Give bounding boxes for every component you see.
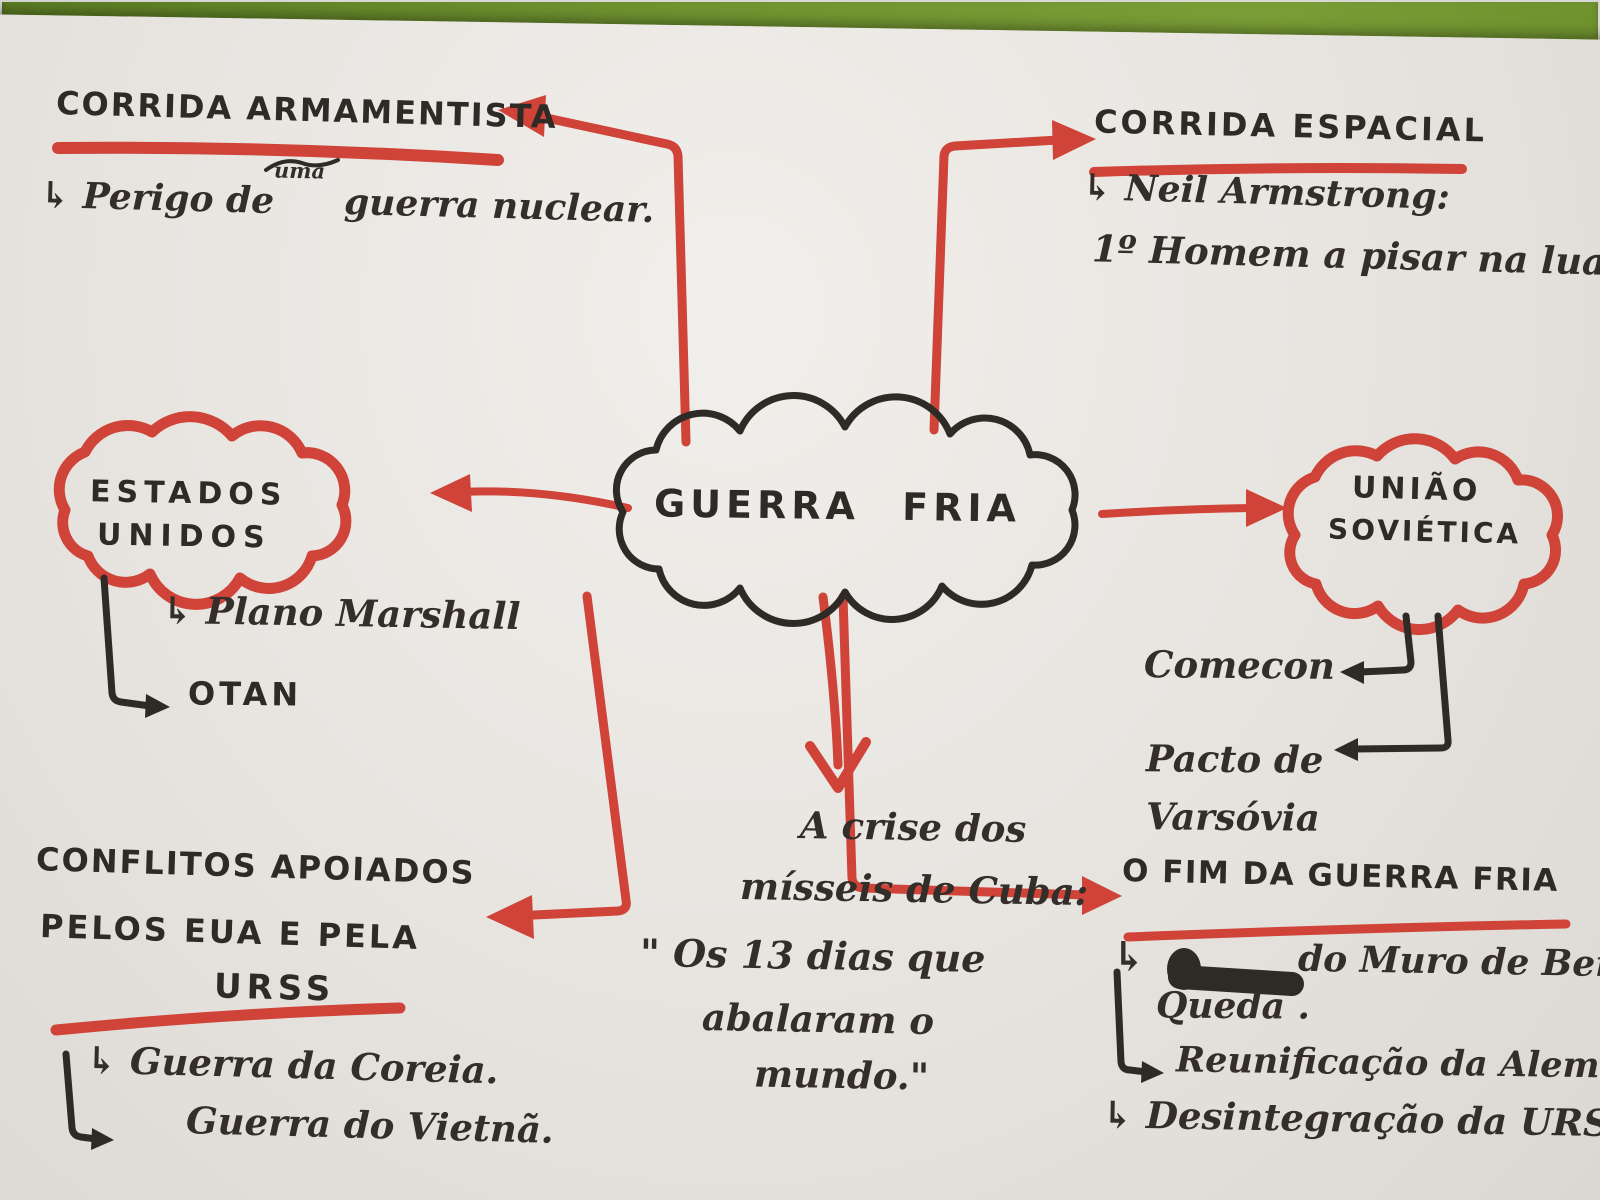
arrowhead-uniao-sovietica-icon (1246, 489, 1287, 527)
arrowhead-espacial-icon (1052, 120, 1096, 160)
connector-center-to-estados-unidos (458, 487, 632, 512)
armamentista-item-part1: ↳ Perigo de (39, 173, 275, 223)
arrowhead-comecon-icon (1340, 661, 1364, 684)
conflitos-item-coreia: ↳ Guerra da Coreia. (85, 1037, 500, 1093)
insertion-caret-mark (264, 158, 340, 172)
underline-fim (1123, 919, 1571, 942)
estados-item-otan: OTAN (187, 674, 303, 714)
sovietica-item-pacto-line1: Pacto de (1145, 736, 1324, 782)
crise-line4: abalaram o (701, 994, 935, 1044)
bracket-sovietica-comecon (1356, 612, 1415, 676)
arrowhead-otan-icon (145, 694, 170, 718)
fim-item3-desintegracao: ↳ Desintegração da URSS. (1101, 1092, 1600, 1146)
arrowhead-vietna-icon (91, 1128, 114, 1150)
cloud-estados-unidos (53, 411, 352, 610)
connector-center-to-conflitos (529, 591, 631, 920)
connector-center-to-espacial (929, 135, 1063, 435)
arrowhead-armamentista-icon (498, 95, 546, 137)
underline-urss (50, 1002, 406, 1036)
bracket-conflitos-items (62, 1050, 100, 1143)
crise-line2: mísseis de Cuba: (739, 863, 1089, 915)
arrowhead-pacto-icon (1334, 738, 1358, 761)
arrowhead-reunificacao-icon (1141, 1061, 1164, 1083)
crise-line5: mundo." (753, 1051, 930, 1099)
underline-espacial (1089, 163, 1467, 177)
node-estados-unidos-line1: ESTADOS (89, 474, 288, 513)
bracket-sovietica-pacto (1350, 612, 1452, 753)
redaction-scribble (1167, 948, 1304, 996)
node-estados-unidos-line2: UNIDOS (96, 517, 272, 556)
node-guerra-fria-label: GUERRA FRIA (653, 481, 1022, 531)
bracket-fim-items (1113, 968, 1150, 1076)
node-uniao-sovietica-line1: UNIÃO (1351, 470, 1482, 509)
connector-center-to-fim (838, 592, 1091, 900)
armamentista-item-part2: guerra nuclear. (343, 180, 655, 232)
connector-center-to-armamentista (537, 112, 691, 447)
arrowhead-estados-unidos-icon (430, 474, 472, 512)
conflitos-item-vietna: Guerra do Vietnã. (185, 1098, 555, 1152)
fim-item1-correction: Queda . (1155, 984, 1311, 1028)
arrowhead-fim-icon (1082, 876, 1122, 915)
fim-item1-bullet: ↳ (1112, 933, 1146, 980)
fim-item1-rest: do Muro de Berlim (1297, 937, 1600, 987)
crise-line3: " Os 13 dias que (639, 929, 986, 982)
espacial-item1: ↳ Neil Armstrong: (1081, 166, 1451, 218)
branch-conflitos-title-line3: URSS (213, 966, 336, 1010)
estados-item-plano-marshall: ↳ Plano Marshall (161, 587, 521, 639)
bracket-estados-otan (100, 574, 154, 710)
crise-line1: A crise dos (799, 803, 1027, 851)
arrowhead-crise-icon (805, 737, 871, 793)
branch-espacial-title: CORRIDA ESPACIAL (1093, 102, 1488, 150)
sovietica-item-pacto-line2: Varsóvia (1145, 794, 1321, 840)
cloud-guerra-fria (612, 392, 1079, 627)
sovietica-item-comecon: Comecon (1143, 642, 1336, 688)
fim-item2-reunificacao: Reunificação da Alemanha (1175, 1039, 1600, 1088)
arrowhead-conflitos-icon (486, 895, 534, 939)
cloud-uniao-sovietica (1282, 433, 1564, 636)
connector-center-to-crise (818, 592, 843, 770)
connector-center-to-uniao-sovietica (1098, 504, 1256, 518)
underline-armamentista (52, 141, 504, 166)
armamentista-item-insertion: uma (273, 157, 326, 184)
node-uniao-sovietica-line2: SOVIÉTICA (1327, 512, 1522, 551)
